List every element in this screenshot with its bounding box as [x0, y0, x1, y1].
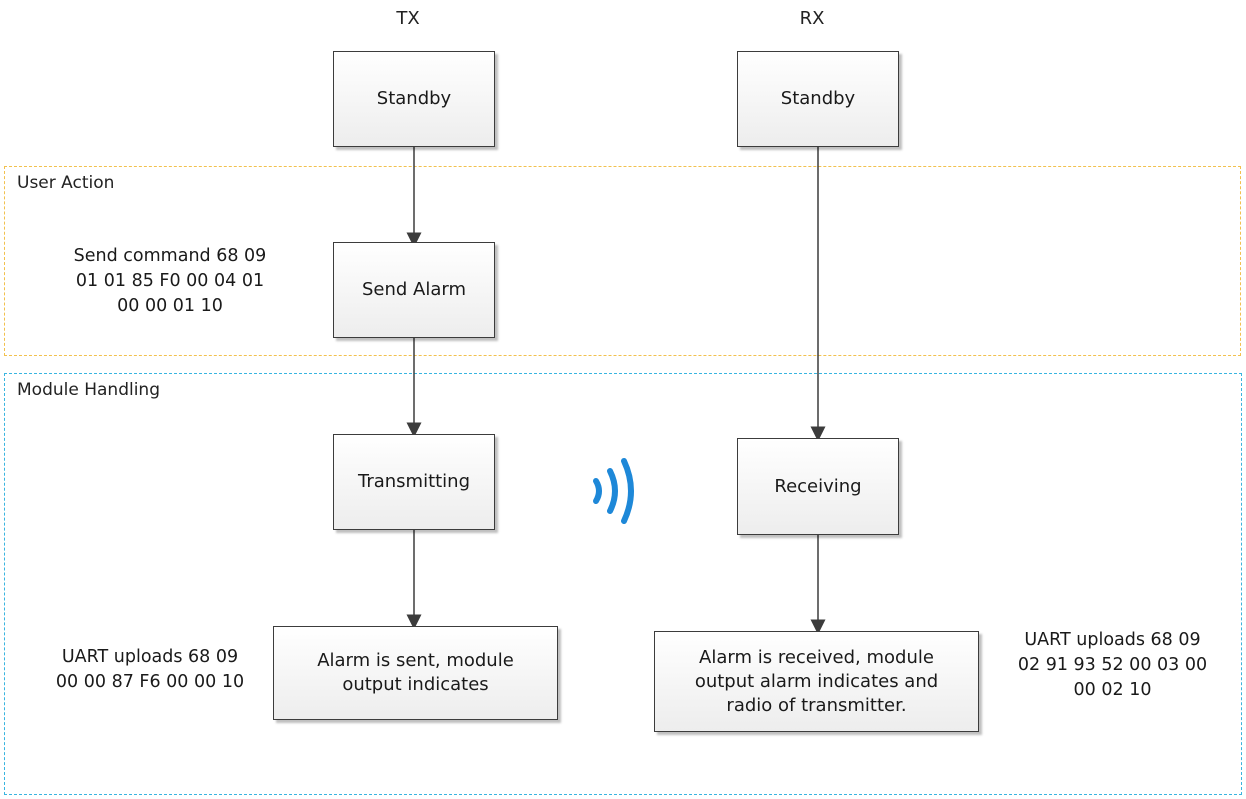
send-command-line-1: Send command 68 09: [73, 246, 267, 266]
alarm-sent-box: Alarm is sent, module output indicates: [273, 626, 558, 720]
module-handling-title: Module Handling: [17, 380, 160, 400]
alarm-received-box: Alarm is received, module output alarm i…: [654, 631, 979, 732]
tx-column-label: TX: [396, 8, 420, 29]
uart-rx-line-1: UART uploads 68 09: [1024, 630, 1201, 650]
rx-column-label: RX: [799, 8, 825, 29]
module-handling-group: Module Handling: [4, 373, 1242, 795]
transmitting-box: Transmitting: [333, 434, 495, 530]
uart-tx-note: UART uploads 68 09 00 00 87 F6 00 00 10: [30, 645, 270, 695]
tx-standby-box: Standby: [333, 51, 495, 147]
send-command-line-2: 01 01 85 F0 00 04 01: [75, 271, 265, 291]
send-command-note: Send command 68 09 01 01 85 F0 00 04 01 …: [40, 244, 300, 319]
uart-rx-line-3: 00 02 10: [1073, 680, 1152, 700]
uart-rx-note: UART uploads 68 09 02 91 93 52 00 03 00 …: [990, 628, 1235, 703]
wireless-signal-icon: [593, 458, 634, 524]
send-alarm-box: Send Alarm: [333, 242, 495, 338]
receiving-box: Receiving: [737, 438, 899, 535]
user-action-title: User Action: [17, 173, 115, 193]
send-command-line-3: 00 00 01 10: [117, 296, 223, 316]
uart-tx-line-2: 00 00 87 F6 00 00 10: [55, 672, 245, 692]
rx-standby-box: Standby: [737, 51, 899, 147]
user-action-group: User Action: [4, 166, 1241, 356]
uart-rx-line-2: 02 91 93 52 00 03 00: [1017, 655, 1208, 675]
uart-tx-line-1: UART uploads 68 09: [61, 647, 239, 667]
